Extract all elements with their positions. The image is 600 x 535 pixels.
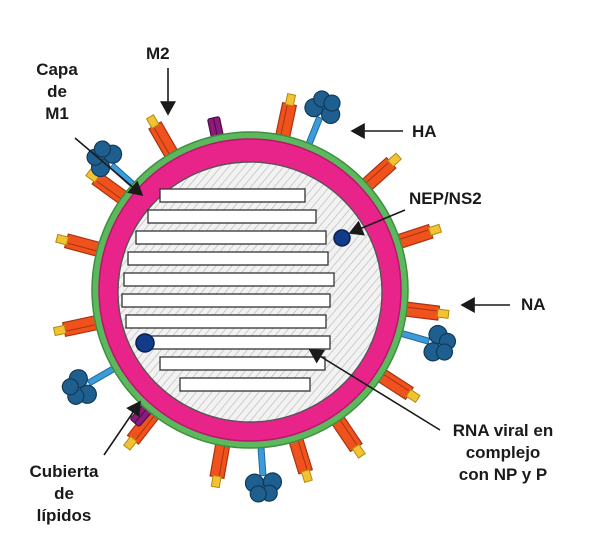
- nep-dot-icon: [333, 229, 351, 247]
- cubierta-arrow: [103, 400, 141, 456]
- rna-arrow: [308, 349, 441, 431]
- label-cubierta-lipidos: Cubierta de lípidos: [29, 462, 99, 525]
- label-nep-ns2: NEP/NS2: [409, 189, 482, 208]
- label-capa-m1: Capa de M1: [36, 60, 78, 123]
- rnp-segments: [121, 188, 335, 392]
- label-m2: M2: [146, 44, 170, 63]
- label-na: NA: [521, 295, 546, 314]
- capa-m1-arrow: [74, 137, 144, 197]
- rnp-segment: [127, 251, 329, 266]
- rnp-segment: [159, 188, 306, 203]
- nep-arrow: [348, 209, 406, 236]
- label-ha: HA: [412, 122, 437, 141]
- label-rna-viral: RNA viral en complejo con NP y P: [452, 421, 554, 484]
- rnp-segment: [135, 230, 327, 245]
- rnp-segment: [147, 209, 317, 224]
- nep-dot-icon: [135, 333, 155, 353]
- rnp-segment: [123, 272, 335, 287]
- rnp-segment: [121, 293, 331, 308]
- rnp-segment: [139, 335, 331, 350]
- rnp-segment: [159, 356, 326, 371]
- pointer-arrows: [74, 68, 510, 456]
- surface-proteins: [52, 90, 457, 503]
- rnp-segment: [179, 377, 311, 392]
- rnp-segment: [125, 314, 327, 329]
